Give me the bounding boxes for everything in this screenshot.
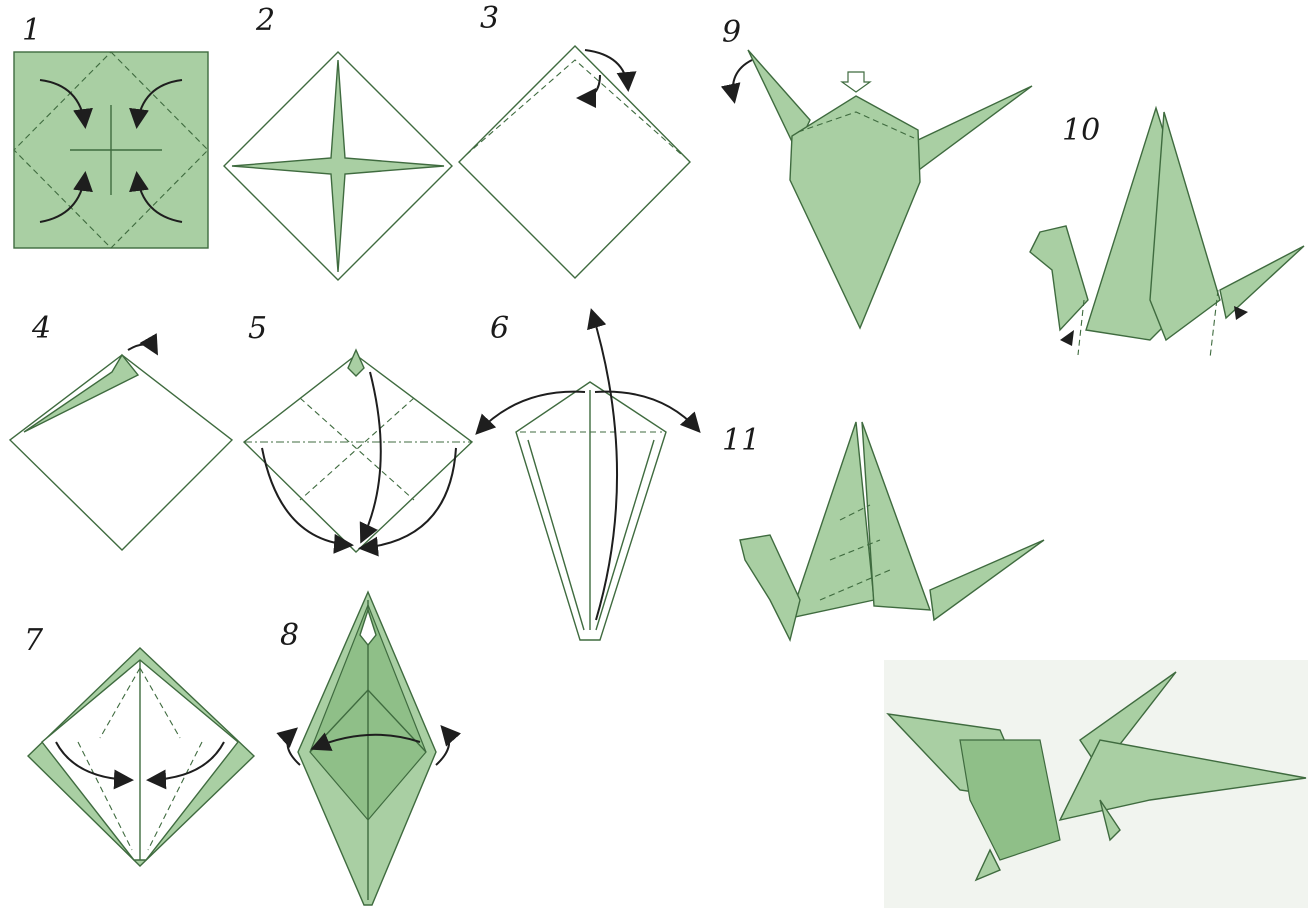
tail-flap [912, 86, 1032, 175]
step-7-number: 7 [24, 623, 44, 658]
step-1: 1 [14, 13, 208, 248]
bird-base [516, 382, 666, 640]
step-9-number: 9 [722, 15, 741, 50]
finished-dragon-photo [884, 660, 1308, 908]
step-4-number: 4 [31, 311, 51, 346]
right-wing [862, 422, 930, 610]
step-9: 9 [722, 15, 1032, 328]
inner-flaps [232, 60, 444, 272]
step-1-number: 1 [22, 13, 41, 48]
step-6: 6 [478, 311, 698, 640]
step-10: 10 [1030, 108, 1304, 358]
step-8: 8 [280, 592, 449, 905]
step-2-number: 2 [255, 3, 275, 38]
step-6-number: 6 [490, 311, 509, 346]
pointer-arrow-icon [1060, 330, 1074, 346]
step-5-number: 5 [248, 311, 267, 346]
head-neck [740, 535, 800, 640]
head-neck [1030, 226, 1088, 330]
step-2: 2 [224, 3, 452, 280]
turn-over-arrow-icon [436, 728, 449, 765]
fold-arrow-icon [733, 60, 752, 100]
tail [1220, 246, 1304, 318]
left-wing [790, 422, 874, 618]
body [790, 96, 920, 328]
push-arrow-icon [842, 72, 870, 92]
pointer-arrow-icon [1234, 306, 1248, 320]
unfold-arrow-icon [128, 344, 156, 352]
turn-over-arrow-icon [288, 730, 300, 765]
step-3: 3 [459, 1, 690, 278]
step-10-number: 10 [1062, 113, 1100, 148]
step-11: 11 [722, 422, 1044, 640]
step-5: 5 [244, 311, 472, 552]
preliminary-base [459, 46, 690, 278]
tail [930, 540, 1044, 620]
step-4: 4 [10, 311, 232, 550]
step-8-number: 8 [280, 618, 299, 653]
step-11-number: 11 [722, 423, 760, 458]
step-3-number: 3 [480, 1, 499, 36]
step-7: 7 [24, 623, 254, 866]
preliminary-base [244, 355, 472, 552]
